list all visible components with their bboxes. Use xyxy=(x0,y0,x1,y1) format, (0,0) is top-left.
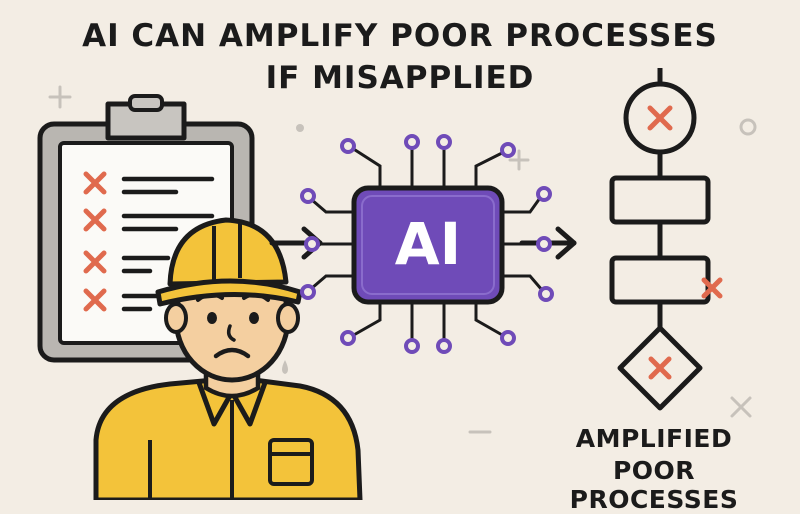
worker-pocket xyxy=(268,438,314,486)
illustration: AI AI CAN AMPLIFY POOR PROCESSES IF MISA… xyxy=(37,18,757,514)
caption-line-2: POOR PROCESSES xyxy=(569,456,739,514)
worker-icon xyxy=(93,217,363,500)
decor-circle-icon xyxy=(739,118,757,136)
x-mark-icon xyxy=(83,288,107,312)
decor-plus-icon xyxy=(48,85,530,171)
checklist-lines xyxy=(121,176,215,312)
page-title-line-1: AI CAN AMPLIFY POOR PROCESSES xyxy=(82,18,718,54)
ai-chip-icon: AI xyxy=(300,134,554,354)
decor-drop-icon xyxy=(282,360,288,374)
x-mark-icon xyxy=(83,171,107,195)
x-mark-icon xyxy=(647,105,673,131)
worker-frown xyxy=(213,347,251,359)
flowchart-step-1 xyxy=(609,175,711,225)
x-mark-icon xyxy=(648,356,672,380)
decor-dot-icon xyxy=(296,124,304,132)
caption-line-1: AMPLIFIED xyxy=(575,424,733,453)
x-mark-icon xyxy=(83,250,107,274)
flowchart-step-2 xyxy=(609,255,711,305)
page-title-line-2: IF MISAPPLIED xyxy=(265,60,535,96)
circuit-traces xyxy=(311,146,544,340)
x-mark-icon xyxy=(83,208,107,232)
ai-chip-label: AI xyxy=(395,210,461,278)
illustration-canvas: AI xyxy=(37,68,757,500)
hard-hat-icon xyxy=(167,217,289,287)
circuit-nodes xyxy=(300,134,554,354)
clipboard-checklist xyxy=(83,171,215,312)
x-mark-icon xyxy=(701,277,723,299)
decor-x-icon xyxy=(730,396,752,418)
flowchart-icon xyxy=(609,68,723,411)
ai-chip-body xyxy=(351,185,505,305)
